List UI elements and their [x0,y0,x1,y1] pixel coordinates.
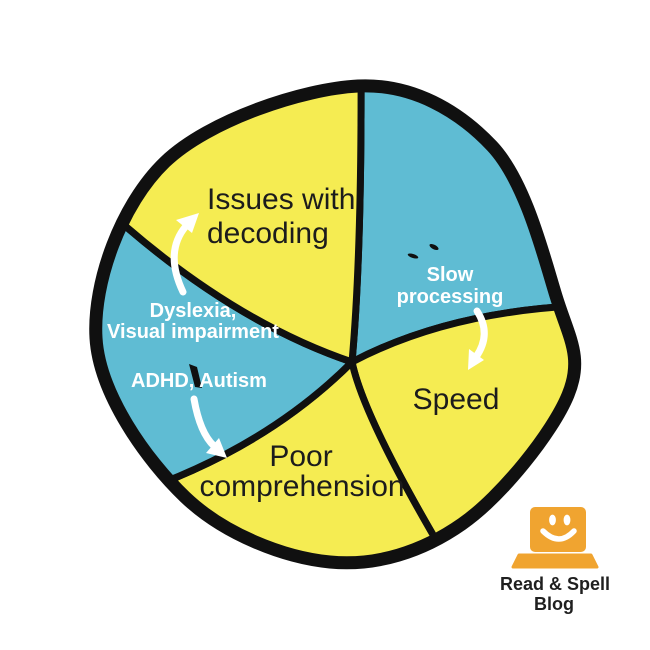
eye-icon [563,514,571,526]
smile-icon [540,528,577,542]
arrow-head-icon [176,213,199,233]
label-poor-line1: Poor [269,440,332,473]
logo-text-line1: Read & Spell [500,574,610,594]
arrow-dyslexia-to-decoding [170,213,199,296]
ink-speck-icon [407,253,419,259]
logo-text-line2: Blog [534,594,574,614]
arrow-tail [472,307,488,361]
label-issues-line2: decoding [207,217,329,250]
label-slow-line1: Slow [427,264,474,286]
laptop-screen [530,507,586,552]
label-dyslexia-line1: Dyslexia, [150,300,237,322]
arrow-head-icon [468,349,484,370]
label-poor-line2: comprehension [199,470,404,503]
label-adhd-autism: ADHD, Autism [131,370,267,392]
arrow-adhd-to-comprehension [190,395,227,458]
label-dyslexia-line2: Visual impairment [107,321,279,343]
ink-mark-icon [189,364,202,388]
label-slow-line2: processing [397,286,504,308]
ink-speck-icon [429,243,439,251]
readspell-logo: Read & Spell Blog [500,507,610,614]
arrow-tail [170,222,190,296]
smiling-laptop-icon [511,507,599,569]
arrow-tail [190,395,218,450]
pie-outline [89,79,582,570]
arrow-head-icon [206,438,227,458]
eye-icon [549,514,556,526]
label-speed: Speed [413,383,500,416]
laptop-base [511,553,599,569]
label-issues-line1: Issues with [207,183,355,216]
arrow-slow-to-speed [468,307,488,370]
